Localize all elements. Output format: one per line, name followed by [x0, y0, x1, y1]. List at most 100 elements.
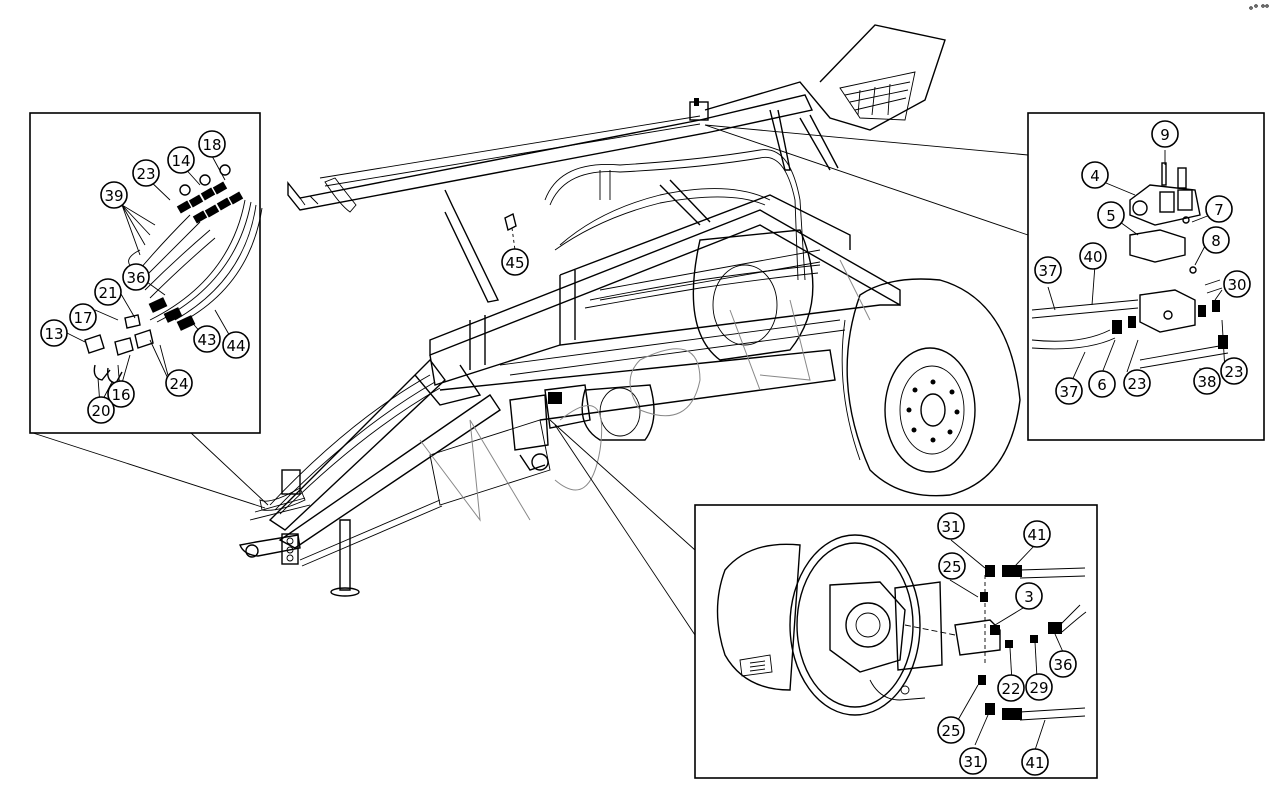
callout-valve-block-8: 30 — [1223, 270, 1251, 298]
callout-circle — [501, 248, 529, 276]
rear-wheel — [841, 278, 1021, 497]
callout-circle — [1220, 357, 1248, 385]
inner-wheel — [692, 229, 814, 361]
callout-circle — [1205, 195, 1233, 223]
callout-label: 36 — [1053, 656, 1072, 674]
callout-circle — [937, 512, 965, 540]
callout-valve-block-1: 9 — [1151, 120, 1179, 148]
callout-hydraulic-couplers-13: 44 — [222, 331, 250, 359]
callout-circle — [1123, 369, 1151, 397]
callout-label: 17 — [73, 309, 92, 327]
callout-circle — [959, 747, 987, 775]
callout-fan-motor-3: 25 — [938, 552, 966, 580]
callout-circle — [193, 325, 221, 353]
callout-circle — [222, 331, 250, 359]
callout-fan-motor-4: 3 — [1015, 582, 1043, 610]
callout-circle — [1021, 748, 1049, 776]
callout-circle — [69, 303, 97, 331]
callout-label: 30 — [1227, 276, 1246, 294]
callout-label: 8 — [1211, 232, 1221, 250]
callout-circle — [122, 263, 150, 291]
callout-label: 38 — [1197, 373, 1216, 391]
callout-circle — [1202, 226, 1230, 254]
callout-valve-block-6: 40 — [1079, 242, 1107, 270]
callout-label: 25 — [942, 558, 961, 576]
callout-label: 23 — [1224, 363, 1243, 381]
callout-circle — [1088, 370, 1116, 398]
callout-label: 31 — [941, 518, 960, 536]
callout-circle — [937, 716, 965, 744]
callout-fan-motor-2: 41 — [1023, 520, 1051, 548]
callout-label: 41 — [1027, 526, 1046, 544]
callout-label: 7 — [1214, 201, 1224, 219]
callout-label: 6 — [1097, 376, 1107, 394]
callout-hydraulic-couplers-2: 14 — [167, 146, 195, 174]
callout-hydraulic-couplers-12: 43 — [193, 325, 221, 353]
callout-fan-motor-8: 25 — [937, 716, 965, 744]
fan-housing — [544, 384, 655, 441]
leader-lines — [29, 124, 1029, 636]
hose-routing — [544, 149, 806, 281]
callout-circle — [938, 552, 966, 580]
callout-hydraulic-couplers-9: 24 — [165, 369, 193, 397]
callout-label: 25 — [941, 722, 960, 740]
callout-valve-block-13: 23 — [1220, 357, 1248, 385]
callout-hydraulic-couplers-5: 36 — [122, 263, 150, 291]
corner-mark — [1249, 4, 1269, 10]
callout-circle — [87, 396, 115, 424]
callout-circle — [1023, 520, 1051, 548]
callout-circle — [94, 278, 122, 306]
callout-label: 36 — [126, 269, 145, 287]
callout-label: 23 — [1127, 375, 1146, 393]
callout-valve-block-7: 37 — [1034, 256, 1062, 284]
callout-label: 5 — [1106, 207, 1116, 225]
callout-label: 40 — [1083, 248, 1102, 266]
callout-circle — [1097, 201, 1125, 229]
callout-main-1: 45 — [501, 248, 529, 276]
callout-circle — [1034, 256, 1062, 284]
callout-fan-motor-7: 29 — [1025, 673, 1053, 701]
callout-fan-motor-6: 22 — [997, 674, 1025, 702]
callout-hydraulic-couplers-6: 21 — [94, 278, 122, 306]
callout-valve-block-12: 38 — [1193, 367, 1221, 395]
callout-valve-block-3: 7 — [1205, 195, 1233, 223]
callout-label: 39 — [104, 187, 123, 205]
callout-label: 21 — [98, 284, 117, 302]
callout-hydraulic-couplers-8: 17 — [69, 303, 97, 331]
callout-valve-block-5: 8 — [1202, 226, 1230, 254]
callout-valve-block-9: 23 — [1123, 369, 1151, 397]
callout-label: 14 — [171, 152, 190, 170]
callout-label: 9 — [1160, 126, 1170, 144]
callout-label: 22 — [1001, 680, 1020, 698]
callout-label: 23 — [136, 165, 155, 183]
callout-hydraulic-couplers-11: 20 — [87, 396, 115, 424]
callout-circle — [1025, 673, 1053, 701]
callout-circle — [198, 130, 226, 158]
callout-valve-block-11: 37 — [1055, 377, 1083, 405]
callout-hydraulic-couplers-3: 23 — [132, 159, 160, 187]
callout-circle — [100, 181, 128, 209]
callout-valve-block-4: 5 — [1097, 201, 1125, 229]
hitch-tongue — [239, 358, 551, 597]
detail-fan-motor — [694, 504, 1098, 779]
callout-circle — [1049, 650, 1077, 678]
callout-hydraulic-couplers-7: 13 — [40, 319, 68, 347]
main-frame — [429, 194, 901, 421]
callout-valve-block-10: 6 — [1088, 370, 1116, 398]
callout-fan-motor-9: 31 — [959, 747, 987, 775]
callout-label: 37 — [1038, 262, 1057, 280]
callout-hydraulic-couplers-10: 16 — [107, 380, 135, 408]
callout-circle — [167, 146, 195, 174]
callout-circle — [107, 380, 135, 408]
callout-label: 37 — [1059, 383, 1078, 401]
callout-circle — [1223, 270, 1251, 298]
callout-label: 18 — [202, 136, 221, 154]
callout-label: 31 — [963, 753, 982, 771]
auger-supports — [444, 109, 839, 303]
callout-circle — [1055, 377, 1083, 405]
callout-circle — [1151, 120, 1179, 148]
decal-item-45 — [504, 212, 517, 251]
